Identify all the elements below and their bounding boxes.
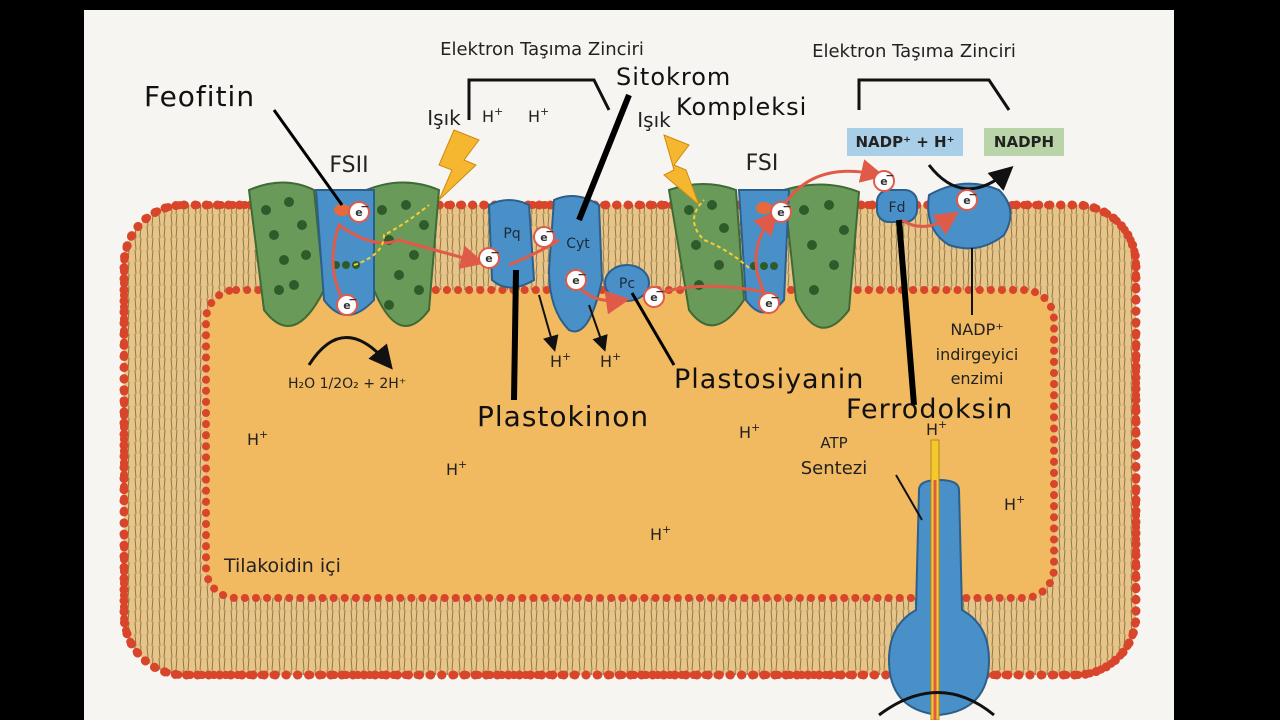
sitokrom-annotation: Sitokrom [616, 63, 731, 91]
svg-text:H+: H+ [650, 523, 671, 544]
svg-text:e: e [540, 231, 547, 244]
svg-text:−: − [360, 200, 369, 213]
electron-path-fsi-fd [782, 159, 885, 206]
proton-arrow-1 [538, 294, 559, 352]
sitokrom-pointer [576, 93, 632, 222]
atp-synthase [887, 439, 991, 720]
nadp-enzyme-label-3: enzimi [951, 369, 1004, 388]
svg-text:H+: H+ [926, 418, 947, 439]
atp-rotation-arrow [878, 691, 995, 717]
svg-text:−: − [770, 291, 779, 304]
svg-text:e: e [485, 252, 492, 265]
svg-text:e: e [880, 175, 887, 188]
yellow-path-fsii [353, 204, 430, 266]
svg-text:−: − [545, 225, 554, 238]
cytochrome-complex [547, 195, 604, 333]
yellow-path-fsi [693, 199, 750, 269]
thylakoid-diagram: NADP⁺ + H⁺ NADPH e− e− e− e− e− e− e− e−… [119, 39, 1141, 720]
atp-pointer [895, 474, 923, 521]
light-label-left: Işık [427, 106, 461, 130]
fsii-label: FSII [329, 153, 368, 178]
fd-label: Fd [889, 200, 906, 216]
svg-text:H+: H+ [446, 458, 467, 479]
nadph-arrow [927, 164, 1014, 191]
svg-text:H+: H+ [739, 421, 760, 442]
light-bolt-left [438, 129, 480, 201]
fsi-label: FSI [746, 151, 779, 176]
electron-path-pc-fsi [658, 210, 778, 295]
pc-label: Pc [619, 276, 635, 292]
proton-labels: H+ H+ H+ H+ H+ H+ H+ H+ H+ H+ [247, 105, 1025, 544]
thylakoid-lumen [202, 286, 1058, 602]
svg-text:H+: H+ [482, 105, 503, 126]
svg-text:H+: H+ [1004, 493, 1025, 514]
plastosiyanin-annotation: Plastosiyanin [674, 364, 864, 395]
water-split-arrow [307, 336, 393, 370]
electron-path-fsii [331, 222, 485, 306]
light-bolt-right [663, 134, 701, 207]
svg-text:H+: H+ [600, 350, 621, 371]
svg-text:e: e [650, 291, 657, 304]
svg-text:−: − [968, 188, 977, 201]
cyt-label: Cyt [566, 236, 590, 252]
nadp-box [847, 128, 963, 156]
svg-text:e: e [963, 194, 970, 207]
atp-label-1: ATP [820, 434, 847, 452]
etc-title-left: Elektron Taşıma Zinciri [440, 39, 644, 60]
thylakoid-inside-label: Tilakoidin içi [223, 555, 341, 577]
plastokinon-annotation: Plastokinon [477, 400, 649, 433]
electron-path-fd-nadp [901, 211, 959, 235]
etc-bracket-left [467, 78, 611, 120]
svg-text:−: − [577, 268, 586, 281]
pq-label: Pq [503, 226, 520, 242]
nadp-enzyme-label-1: NADP⁺ [950, 320, 1003, 339]
ferrodoksin-pointer [896, 219, 917, 406]
feofitin-annotation: Feofitin [144, 80, 255, 113]
svg-text:−: − [885, 169, 894, 182]
plastokinon-pointer [511, 269, 519, 401]
svg-text:e: e [343, 299, 350, 312]
kompleksi-annotation: Kompleksi [676, 93, 807, 121]
feofitin-pointer [272, 109, 344, 206]
svg-text:−: − [348, 293, 357, 306]
etc-bracket-right [857, 78, 1011, 111]
svg-text:−: − [655, 285, 664, 298]
electron-markers: e− e− e− e− e− e− e− e− e− e− [336, 169, 978, 316]
nadph-box [984, 128, 1064, 156]
atp-label-2: Sentezi [801, 458, 868, 479]
svg-text:−: − [782, 200, 791, 213]
svg-text:e: e [572, 274, 579, 287]
svg-text:H+: H+ [550, 350, 571, 371]
svg-text:H+: H+ [528, 105, 549, 126]
plastosiyanin-pointer [630, 292, 676, 366]
svg-text:H+: H+ [247, 428, 268, 449]
nadph-box-label: NADPH [994, 133, 1054, 151]
svg-text:−: − [490, 246, 499, 259]
slide: NADP⁺ + H⁺ NADPH e− e− e− e− e− e− e− e−… [84, 10, 1174, 720]
proton-arrow-2 [588, 304, 608, 352]
svg-text:e: e [355, 206, 362, 219]
svg-text:e: e [765, 297, 772, 310]
fsi-complex [667, 183, 861, 329]
etc-title-right: Elektron Taşıma Zinciri [812, 41, 1016, 62]
water-reaction-label: H₂O 1/2O₂ + 2H⁺ [288, 376, 406, 392]
light-label-right: Işık [637, 108, 671, 132]
svg-text:e: e [777, 206, 784, 219]
nadp-enzyme-label-2: indirgeyici [936, 345, 1019, 364]
ferrodoksin-annotation: Ferrodoksin [846, 394, 1013, 425]
plastoquinone-complex [487, 199, 536, 289]
membrane-outer-heads [119, 200, 1141, 680]
nadp-box-label: NADP⁺ + H⁺ [855, 133, 954, 151]
